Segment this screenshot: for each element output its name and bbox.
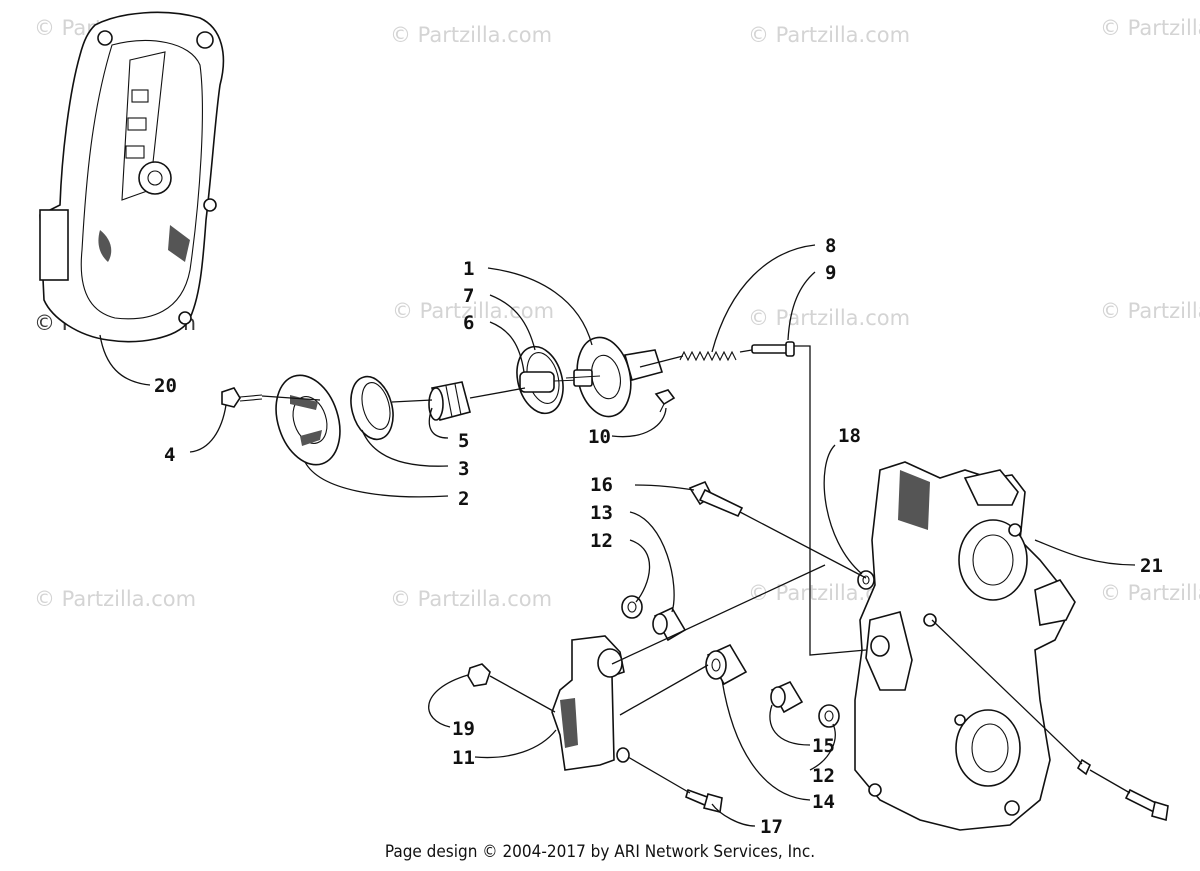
assembly-lines [261, 345, 1131, 794]
watermark: © Partzilla.com [392, 299, 554, 323]
callout-14: 14 [812, 791, 835, 813]
nut-part-19 [467, 663, 491, 687]
chaincase-cover-part-20 [39, 11, 225, 343]
callout-11: 11 [452, 747, 475, 769]
washer-part-12-lower [818, 704, 840, 728]
page-footer: Page design © 2004-2017 by ARI Network S… [384, 842, 816, 862]
bushing-part-14 [705, 643, 748, 686]
bolt-part-16 [688, 480, 744, 518]
cover-plate-part-2 [275, 374, 341, 466]
watermark: © Partzilla.com [34, 587, 196, 611]
callout-18: 18 [838, 425, 861, 447]
watermark: © Partzilla.com [390, 587, 552, 611]
tensioner-arm-part-11 [551, 635, 630, 771]
leader-lines [99, 244, 1136, 827]
bolt-part-4 [221, 387, 263, 408]
callout-21: 21 [1140, 555, 1163, 577]
callout-19: 19 [452, 718, 475, 740]
callout-16: 16 [590, 474, 613, 496]
callout-3: 3 [458, 458, 469, 480]
callout-7: 7 [463, 285, 474, 307]
screw-part-10 [654, 389, 676, 413]
spacer-part-15 [770, 680, 804, 714]
callout-4: 4 [164, 444, 175, 466]
watermark: © Partzilla.com [1100, 299, 1200, 323]
callout-labels: 1 2 3 4 5 6 7 8 9 10 11 12 12 13 14 15 1… [154, 235, 1163, 838]
callout-12-upper: 12 [590, 530, 613, 552]
callout-2: 2 [458, 488, 469, 510]
watermark: © Partzilla.com [1100, 581, 1200, 605]
watermark: © Partzilla.com [390, 23, 552, 47]
callout-13: 13 [590, 502, 613, 524]
spring-part-8 [679, 350, 737, 362]
callout-12-lower: 12 [812, 765, 835, 787]
callout-8: 8 [825, 235, 836, 257]
bolt-right [1076, 758, 1169, 822]
chaincase-housing-part-21 [854, 461, 1076, 831]
callout-5: 5 [458, 430, 469, 452]
washer-part-12-upper [621, 595, 643, 619]
tensioner-hub-part-1 [565, 336, 664, 418]
watermark: © Partzilla.com [748, 23, 910, 47]
callout-20: 20 [154, 375, 177, 397]
bolt-part-17 [685, 788, 723, 813]
watermark: © Partzilla.com [748, 306, 910, 330]
washer-part-18 [857, 570, 875, 590]
callout-6: 6 [463, 312, 474, 334]
callout-10: 10 [588, 426, 611, 448]
spacer-part-13 [652, 606, 687, 642]
ring-part-3 [350, 375, 394, 441]
bushing-part-5 [428, 381, 471, 421]
callout-17: 17 [760, 816, 783, 838]
callout-1: 1 [463, 258, 474, 280]
callout-15: 15 [812, 735, 835, 757]
callout-9: 9 [825, 262, 836, 284]
watermark: © Partzilla.com [1100, 16, 1200, 40]
washer-part-6 [519, 371, 581, 393]
pin-part-9 [751, 341, 795, 357]
